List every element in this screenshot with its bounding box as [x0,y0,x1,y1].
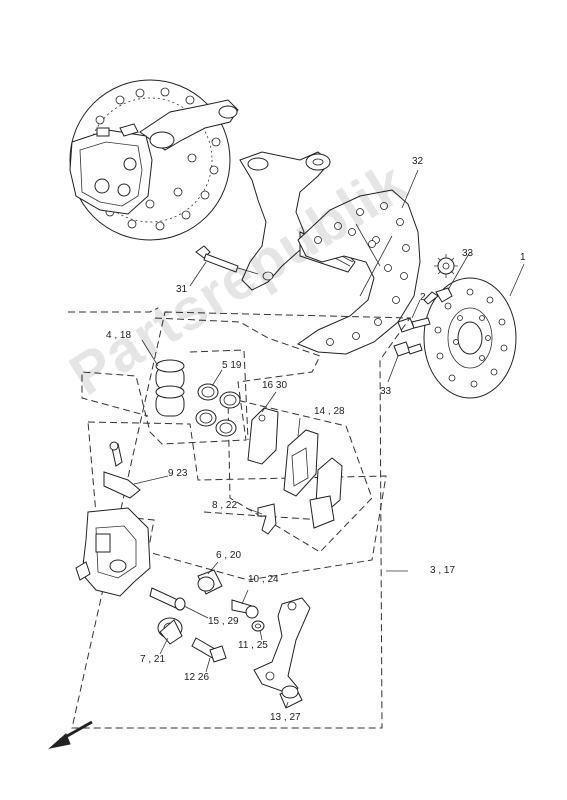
brake-pad-shim [309,457,343,529]
boot-6-20 [197,569,223,595]
label-part-11-25: 11 , 25 [238,640,268,651]
seal-kit-outline-5-19 [189,349,249,441]
bushing-13-27 [279,685,303,709]
label-part-4-18: 4 , 18 [106,330,132,341]
brake-disc-1 [423,277,517,399]
label-part-14-28: 14 , 28 [314,406,345,417]
brake-pad-14-28 [283,429,319,497]
label-part-12-26: 12 26 [184,672,210,683]
label-part-15-29: 15 , 29 [208,616,239,627]
bolt-33-bottom [393,341,423,357]
caliper-body-3-17 [75,507,151,597]
leader-lines [133,169,525,709]
bolt-33-top [423,287,453,305]
boot-7-21 [157,617,183,645]
pad-spring-8-22 [257,503,277,535]
direction-arrow-icon [48,720,93,749]
label-part-9-23: 9 23 [168,468,188,479]
label-part-7-21: 7 , 21 [140,654,166,665]
pad-kit-outline-4-18 [81,317,321,445]
label-part-3-17: 3 , 17 [430,565,456,576]
label-part-32: 32 [412,156,424,167]
label-part-1: 1 [520,252,526,263]
label-part-8-22: 8 , 22 [212,500,238,511]
label-part-2: 2 [420,292,426,303]
label-part-31: 31 [176,284,188,295]
pin-10-24 [231,599,259,619]
gear-icon [434,254,458,278]
label-part-16-30: 16 30 [262,380,288,391]
washer-11-25 [251,620,265,632]
disc-shield-32 [296,189,421,355]
label-part-33-bottom: 33 [380,386,392,397]
pad-outline-14-28 [227,397,373,553]
pistons [155,359,185,417]
pin-15-29 [149,587,186,611]
label-part-6-20: 6 , 20 [216,550,242,561]
label-part-13-27: 13 , 27 [270,712,301,723]
assembled-view [69,79,239,241]
piston-seals [195,383,241,437]
bolt-31 [195,245,239,273]
brake-pad-16-30 [247,407,279,465]
bleeder-9-23 [103,441,141,499]
label-part-5-19: 5 19 [222,360,242,371]
bolt-12-26 [191,637,227,663]
caliper-assembly-outline [68,307,411,729]
label-part-10-24: 10 , 24 [248,574,279,585]
bolt-2 [397,317,431,333]
label-part-33-top: 33 [462,248,474,259]
